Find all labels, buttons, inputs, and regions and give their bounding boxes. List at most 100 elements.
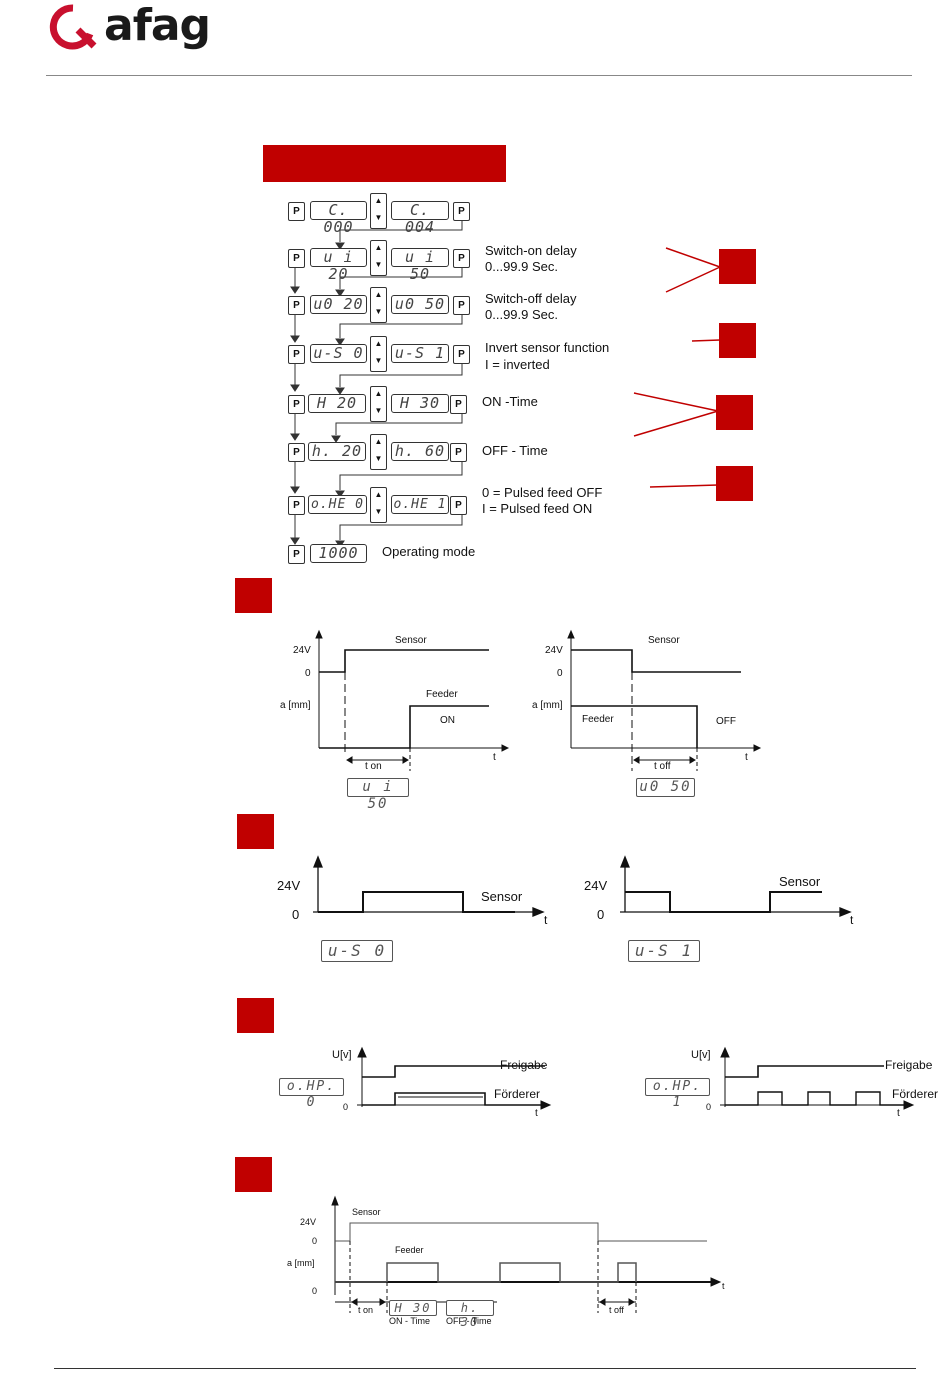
- label-foerderer: Förderer: [892, 1087, 939, 1101]
- p-button[interactable]: P: [450, 496, 467, 515]
- up-down-buttons[interactable]: ▲▼: [370, 240, 387, 276]
- p-button[interactable]: P: [288, 345, 305, 364]
- menu-sublabel: I = Pulsed feed ON: [482, 501, 593, 516]
- footer-divider: [54, 1368, 916, 1369]
- menu-sublabel: I = inverted: [485, 357, 550, 372]
- menu-display-left: u0 20: [310, 295, 367, 314]
- label-zero: 0: [292, 907, 300, 922]
- logo-mark-icon: [49, 4, 97, 50]
- menu-label: OFF - Time: [482, 443, 548, 458]
- down-arrow-icon[interactable]: ▼: [374, 307, 383, 316]
- p-button[interactable]: P: [450, 395, 467, 414]
- label-zero: 0: [706, 1102, 712, 1112]
- up-arrow-icon[interactable]: ▲: [374, 389, 383, 398]
- menu-label: Switch-off delay: [485, 291, 577, 306]
- up-down-buttons[interactable]: ▲▼: [370, 434, 387, 470]
- callout-marker-4: [716, 466, 753, 501]
- p-button[interactable]: P: [288, 296, 305, 315]
- label-t-off: t off: [609, 1305, 624, 1315]
- label-on-time: ON - Time: [389, 1316, 431, 1326]
- down-arrow-icon[interactable]: ▼: [374, 260, 383, 269]
- section-marker-3: [237, 998, 274, 1033]
- p-button[interactable]: P: [453, 296, 470, 315]
- label-sensor: Sensor: [648, 635, 680, 646]
- label-freigabe: Freigabe: [885, 1058, 933, 1072]
- up-arrow-icon[interactable]: ▲: [374, 243, 383, 252]
- menu-display-right: u0 50: [391, 295, 449, 314]
- menu-display-right: o.HE 1: [391, 495, 449, 514]
- label-t: t: [493, 752, 496, 763]
- up-arrow-icon[interactable]: ▲: [374, 196, 383, 205]
- label-sensor: Sensor: [779, 874, 821, 889]
- section-marker-4: [235, 1157, 272, 1192]
- down-arrow-icon[interactable]: ▼: [374, 356, 383, 365]
- label-24v: 24V: [584, 878, 608, 893]
- on-time-display: H 30: [389, 1300, 437, 1316]
- up-arrow-icon[interactable]: ▲: [374, 290, 383, 299]
- p-button[interactable]: P: [453, 345, 470, 364]
- menu-display-left: h. 20: [308, 442, 366, 461]
- label-amm: a [mm]: [287, 1258, 315, 1268]
- label-t: t: [722, 1281, 725, 1291]
- timing-diagram-switch-on: [315, 629, 510, 771]
- label-t: t: [745, 752, 748, 763]
- p-button[interactable]: P: [450, 443, 467, 462]
- menu-display-right: h. 60: [391, 442, 449, 461]
- up-down-buttons[interactable]: ▲▼: [370, 336, 387, 372]
- timing-diagram-switch-off: [567, 629, 762, 771]
- section-marker-2: [237, 814, 274, 849]
- header-divider: [46, 75, 912, 76]
- callout-lines: [633, 247, 721, 488]
- menu-label: ON -Time: [482, 394, 538, 409]
- label-t-on: t on: [358, 1305, 374, 1315]
- p-button[interactable]: P: [453, 202, 470, 221]
- label-off: OFF: [716, 716, 736, 727]
- label-feeder: Feeder: [426, 689, 458, 700]
- label-t: t: [850, 913, 854, 927]
- label-24v: 24V: [277, 878, 301, 893]
- label-zero: 0: [312, 1236, 318, 1246]
- off-time-display: h. 30: [446, 1300, 494, 1329]
- menu-display-left: u-S 0: [310, 344, 367, 363]
- label-24v: 24V: [545, 645, 563, 656]
- menu-label: Operating mode: [382, 544, 476, 559]
- up-arrow-icon[interactable]: ▲: [374, 437, 383, 446]
- menu-flow-lines: [290, 218, 463, 548]
- menu-display-left: u i 20: [310, 248, 367, 283]
- menu-label: Invert sensor function: [485, 340, 610, 355]
- p-button[interactable]: P: [288, 496, 305, 515]
- label-uv: U[v]: [691, 1049, 711, 1061]
- invert-diagram-normal: [313, 855, 545, 917]
- label-24v: 24V: [300, 1217, 317, 1227]
- menu-display-right: u-S 1: [391, 344, 449, 363]
- pulsed-feed-timing-diagram: [331, 1195, 722, 1313]
- down-arrow-icon[interactable]: ▼: [374, 507, 383, 516]
- label-t: t: [535, 1108, 538, 1119]
- up-down-buttons[interactable]: ▲▼: [370, 287, 387, 323]
- invert-diagram-inverted: [620, 855, 852, 917]
- up-down-buttons[interactable]: ▲▼: [370, 193, 387, 229]
- menu-display-left: o.HE 0: [308, 495, 367, 514]
- label-t: t: [544, 913, 548, 927]
- down-arrow-icon[interactable]: ▼: [374, 454, 383, 463]
- up-arrow-icon[interactable]: ▲: [374, 339, 383, 348]
- up-down-buttons[interactable]: ▲▼: [370, 487, 387, 523]
- p-button[interactable]: P: [453, 249, 470, 268]
- label-zero: 0: [343, 1102, 349, 1112]
- up-down-buttons[interactable]: ▲▼: [370, 386, 387, 422]
- p-button[interactable]: P: [288, 443, 305, 462]
- p-button[interactable]: P: [288, 545, 305, 564]
- up-arrow-icon[interactable]: ▲: [374, 490, 383, 499]
- p-button[interactable]: P: [288, 249, 305, 268]
- menu-label: 0 = Pulsed feed OFF: [482, 485, 603, 500]
- down-arrow-icon[interactable]: ▼: [374, 406, 383, 415]
- logo: afag: [48, 0, 211, 54]
- down-arrow-icon[interactable]: ▼: [374, 213, 383, 222]
- menu-label: Switch-on delay: [485, 243, 577, 258]
- p-button[interactable]: P: [288, 395, 305, 414]
- pulsed-feed-diagram-off: [357, 1046, 552, 1110]
- label-foerderer: Förderer: [494, 1087, 541, 1101]
- menu-display-left: C. 000: [310, 201, 367, 236]
- p-button[interactable]: P: [288, 202, 305, 221]
- label-t-off: t off: [654, 761, 671, 772]
